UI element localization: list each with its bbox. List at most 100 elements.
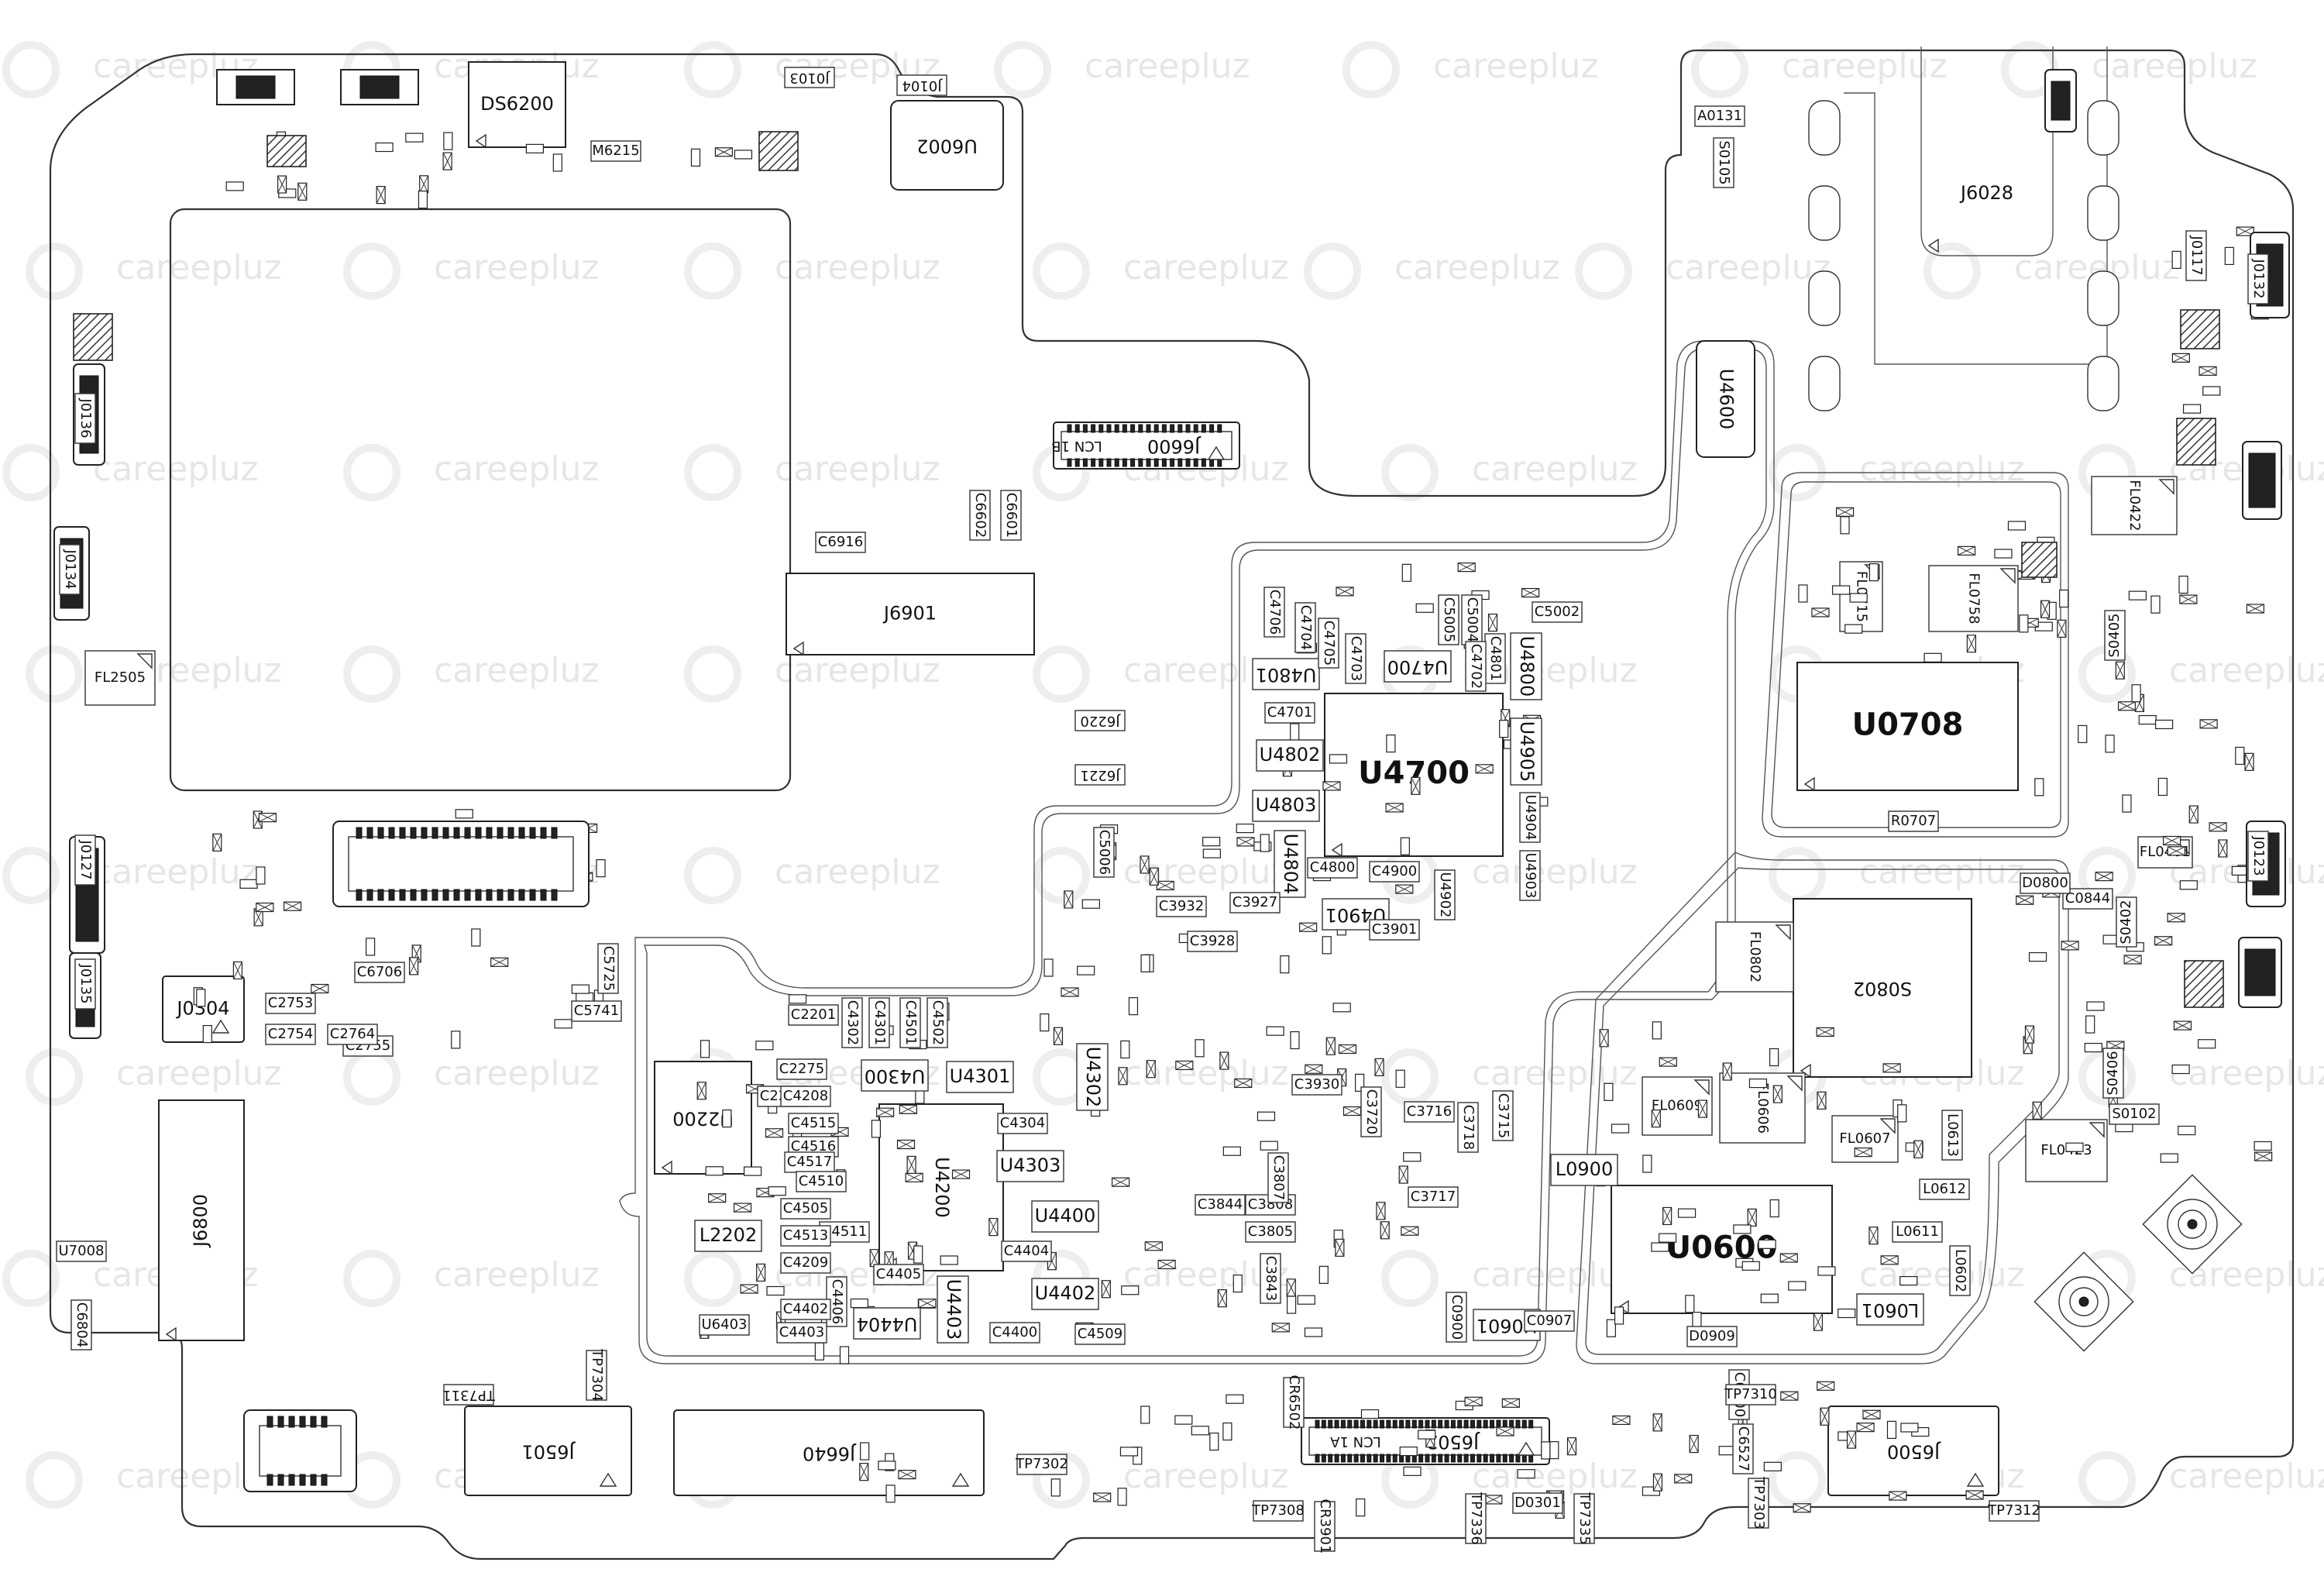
part-label: C4403 (779, 1324, 824, 1340)
watermark: careepluz (343, 645, 600, 703)
passive-component (2016, 895, 2034, 905)
passive-component (951, 1169, 971, 1179)
watermark: careepluz (2, 444, 259, 501)
passive-component (1380, 1221, 1390, 1240)
labeled-part: J0123 (2247, 831, 2269, 882)
side-connector (2044, 69, 2077, 132)
passive-component (1838, 1308, 1856, 1319)
passive-component (1360, 1409, 1380, 1419)
labeled-part: C2753 (265, 993, 316, 1014)
passive-component (1335, 1238, 1345, 1257)
part-label: C6916 (818, 534, 863, 550)
watermark-text: careepluz (1859, 449, 2025, 489)
part-label: L2202 (700, 1224, 757, 1246)
passive-component (1061, 987, 1079, 997)
part-label: U4700 (1387, 656, 1449, 678)
part-label: J0132 (2250, 258, 2267, 298)
labeled-part: C4301 (868, 997, 890, 1048)
part-label: D0909 (1689, 1328, 1735, 1344)
passive-component (1862, 1409, 1881, 1419)
passive-component (1376, 1202, 1386, 1220)
labeled-part: S0402 (2116, 896, 2137, 948)
passive-component (2254, 1151, 2273, 1161)
part-label: TP7303 (1751, 1476, 1767, 1529)
passive-component (2218, 839, 2228, 858)
passive-component (2065, 1142, 2084, 1152)
watermark: careepluz (2078, 1048, 2324, 1106)
part-label: U4905 (1516, 721, 1538, 783)
part-label: C3927 (1232, 894, 1277, 910)
part-label: U4403 (943, 1279, 964, 1340)
passive-component (1760, 1293, 1779, 1303)
small-component-layer: FL0758FL0422FL0423FL0609FL0606FL0607FL08… (53, 69, 2290, 1519)
part-label: C4405 (876, 1266, 921, 1282)
passive-component (733, 1203, 752, 1213)
passive-component (2086, 1001, 2105, 1011)
watermark-text: careepluz (434, 1255, 600, 1295)
passive-component (1266, 1026, 1284, 1036)
passive-component (1868, 1227, 1879, 1245)
labeled-part: C4703 (1345, 633, 1367, 684)
passive-component (2059, 589, 2069, 608)
labeled-part: TP7308 (1251, 1500, 1305, 1522)
labeled-part: C4400 (989, 1322, 1040, 1344)
passive-component (1118, 1067, 1128, 1086)
watermark-text: careepluz (2169, 1054, 2324, 1093)
passive-component (225, 181, 244, 191)
labeled-part: U4800 (1510, 632, 1542, 700)
passive-component (1305, 1064, 1323, 1074)
watermark-text: careepluz (434, 1054, 600, 1093)
passive-component (1043, 958, 1054, 977)
side-connector (2238, 937, 2282, 1008)
passive-component (1297, 1295, 1315, 1305)
part-label: C6602 (972, 493, 988, 538)
part-label: U4300 (865, 1065, 926, 1087)
watermark-text: careepluz (775, 852, 940, 892)
watermark: careepluz (2001, 41, 2257, 98)
watermark: careepluz (684, 243, 940, 300)
coax-connector-2 (2033, 1251, 2134, 1352)
watermark: careepluz (2078, 645, 2324, 703)
part-label: C3718 (1460, 1105, 1477, 1150)
watermark-text: careepluz (1433, 46, 1599, 86)
passive-component (1817, 1266, 1836, 1276)
board-outline (49, 49, 2295, 1560)
passive-component (2202, 386, 2221, 396)
part-label: C4702 (1468, 644, 1484, 689)
passive-component (1642, 1154, 1652, 1173)
passive-component (2167, 846, 2185, 856)
passive-component (1403, 1152, 1422, 1162)
labeled-part: J0117 (2185, 230, 2207, 281)
passive-component (913, 1245, 923, 1264)
labeled-part: J0103 (784, 67, 835, 88)
part-label: C4402 (783, 1301, 828, 1317)
filter-label: FL0758 (1966, 573, 1982, 624)
passive-component (1112, 1177, 1130, 1187)
labeled-part: C2275 (776, 1058, 827, 1080)
watermark-text: careepluz (1123, 1457, 1289, 1496)
labeled-part: C4405 (873, 1264, 924, 1285)
shield-can-right-top-inner (1771, 481, 2061, 828)
passive-component (1299, 922, 1318, 932)
labeled-part: J0132 (2247, 253, 2269, 305)
passive-component (2160, 1153, 2178, 1163)
passive-component (1748, 1078, 1768, 1089)
passive-component (1741, 1261, 1760, 1271)
watermark: careepluz (2078, 1451, 2324, 1509)
watermark: careepluz (1033, 1451, 1289, 1509)
passive-component (1897, 1104, 1907, 1123)
top-connector (340, 69, 419, 105)
passive-component (878, 1461, 896, 1471)
part-label: C4517 (787, 1154, 832, 1170)
labeled-part: U4402 (1031, 1278, 1099, 1310)
part-label: C4801 (1487, 636, 1504, 681)
passive-component (1886, 1420, 1897, 1440)
labeled-part: C3715 (1492, 1090, 1514, 1141)
passive-component (1290, 1031, 1300, 1050)
passive-component (2188, 805, 2199, 824)
labeled-part: C6602 (969, 490, 991, 541)
shield-can-right-bottom-inner (1585, 867, 2060, 1355)
part-label: C3716 (1407, 1103, 1452, 1120)
labeled-part: C4801 (1484, 633, 1506, 684)
labeled-part: C4704 (1294, 602, 1316, 653)
